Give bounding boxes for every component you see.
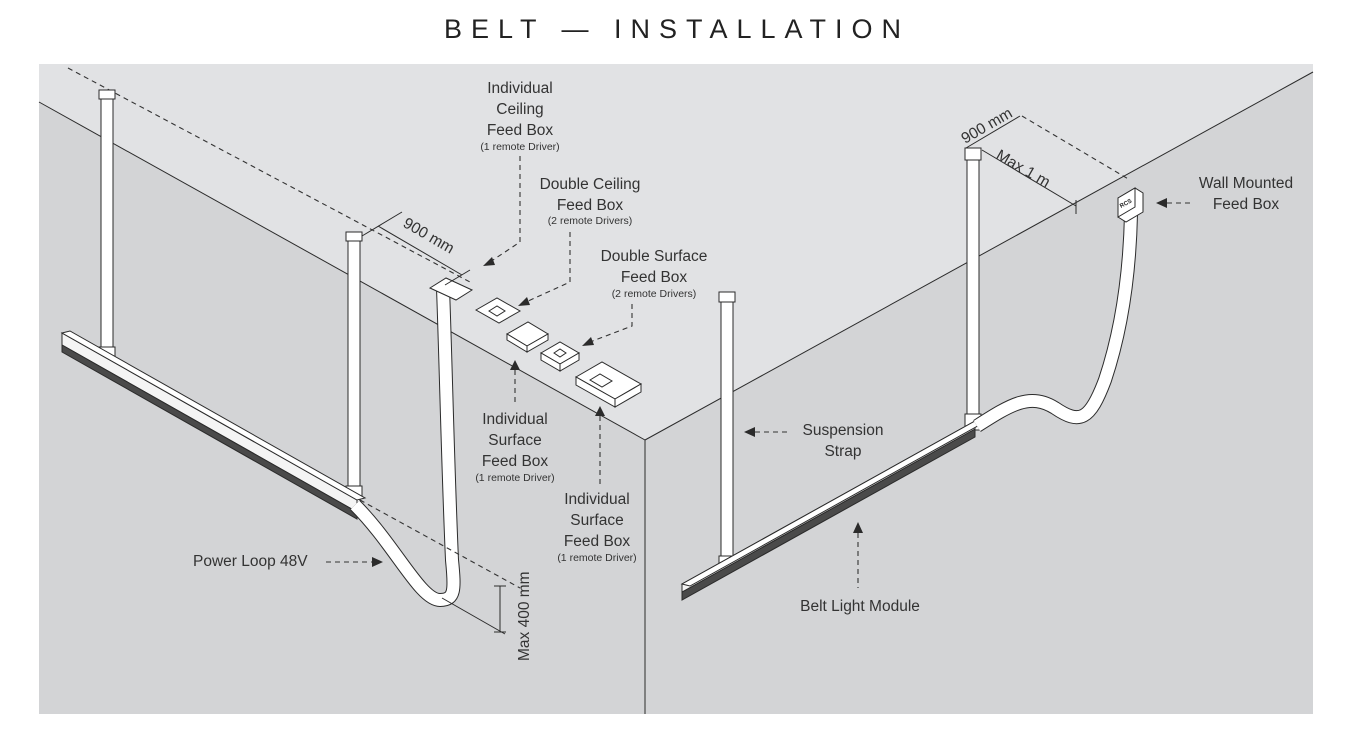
callout-suspension-strap: Suspension Strap [744,422,884,460]
wall-mounted-label-line1: Wall Mounted [1199,175,1293,192]
individual-surface-1-label-line3: Feed Box [482,453,549,470]
ceiling-reference-line-left [67,67,471,283]
callout-individual-surface-1: Individual Surface Feed Box (1 remote Dr… [475,360,555,484]
double-ceiling-label-line1: Double Ceiling [540,176,641,193]
individual-surface-2-label-line3: Feed Box [564,533,631,550]
individual-surface-2-label-line1: Individual [564,491,630,508]
individual-surface-2-label-line2: Surface [570,512,623,529]
individual-ceiling-label-line2: Ceiling [496,101,543,118]
wall-feed-cable [973,213,1138,432]
dimension-max-400-label: Max 400 mm [516,571,533,661]
double-surface-label-line1: Double Surface [601,248,708,265]
callout-individual-ceiling: Individual Ceiling Feed Box (1 remote Dr… [480,80,560,266]
individual-ceiling-label-line1: Individual [487,80,553,97]
ceiling-edge-left [38,101,646,441]
power-loop-label: Power Loop 48V [193,553,308,570]
callout-double-ceiling: Double Ceiling Feed Box (2 remote Driver… [518,176,640,306]
feed-boxes [474,297,643,408]
belt-light-module-label: Belt Light Module [800,598,920,615]
left-installation: 900 mm Max 400 mm Power Loop 48V [60,67,533,661]
double-ceiling-sublabel: (2 remote Drivers) [548,215,633,227]
belt-light-module-left [60,330,367,520]
suspension-strap-left-1 [98,89,116,360]
page-title: BELT — INSTALLATION [443,14,911,44]
suspension-strap-right-front [718,291,736,571]
individual-surface-1-sublabel: (1 remote Driver) [475,472,554,484]
callout-individual-surface-2: Individual Surface Feed Box (1 remote Dr… [557,406,637,564]
box-logo: RCS [1119,199,1133,210]
wall-mounted-feed-box: RCS [1117,187,1144,223]
ceiling-reference-line-right [1021,115,1131,181]
room-walls [38,64,1314,714]
callout-wall-mounted: Wall Mounted Feed Box [1156,175,1293,213]
double-ceiling-label-line2: Feed Box [557,197,624,214]
double-ceiling-feed-box [474,297,522,324]
dimension-max-400: Max 400 mm [359,499,533,661]
ceiling-feed-box-plate [428,277,474,301]
individual-surface-1-label-line1: Individual [482,411,548,428]
suspension-strap-label-line2: Strap [824,443,861,460]
power-loop-arrowhead [372,557,383,567]
suspension-strap-label-line1: Suspension [802,422,883,439]
individual-surface-feed-box-1 [506,321,549,353]
belt-light-module-right [680,420,985,601]
individual-surface-1-label-line2: Surface [488,432,541,449]
suspension-strap-right-back [964,147,982,431]
power-loop [350,287,461,608]
suspension-strap-left-2 [345,231,363,505]
individual-surface-feed-box-2 [574,361,643,408]
individual-ceiling-label-line3: Feed Box [487,122,554,139]
individual-surface-2-sublabel: (1 remote Driver) [557,552,636,564]
double-surface-label-line2: Feed Box [621,269,688,286]
double-surface-feed-box [540,341,580,372]
wall-mounted-label-line2: Feed Box [1213,196,1280,213]
individual-ceiling-sublabel: (1 remote Driver) [480,141,559,153]
callout-double-surface: Double Surface Feed Box (2 remote Driver… [582,248,707,346]
double-surface-sublabel: (2 remote Drivers) [612,288,697,300]
callout-belt-light-module: Belt Light Module [800,522,920,615]
